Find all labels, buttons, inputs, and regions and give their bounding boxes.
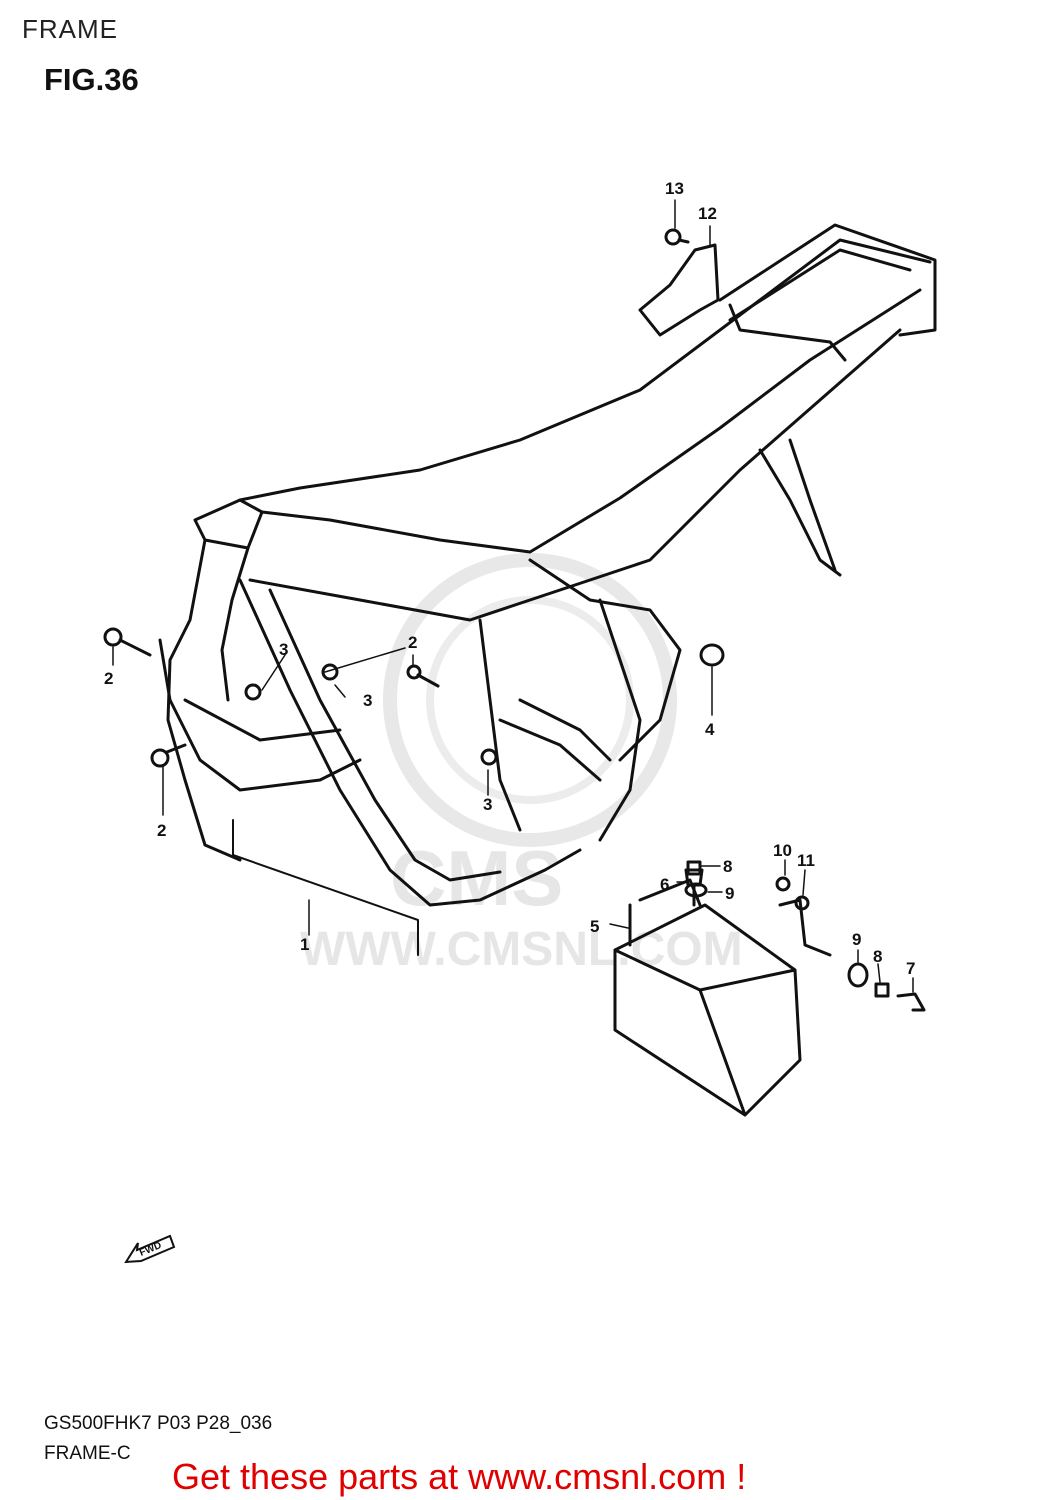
bolt-part-2-upper	[103, 627, 152, 657]
watermark-logo: CMS WWW.CMSNL.COM	[300, 553, 743, 976]
callout-11: 11	[797, 851, 815, 870]
bolt-part-13	[664, 228, 690, 246]
bolt-part-7	[896, 992, 926, 1012]
callout-10: 10	[773, 841, 792, 860]
callout-8-lower: 8	[873, 947, 882, 966]
model-code: GS500FHK7 P03 P28_036	[44, 1413, 273, 1434]
callout-3-b: 3	[363, 691, 372, 710]
callout-12: 12	[698, 204, 717, 223]
washer-part-11	[794, 895, 810, 911]
plug-part-4	[699, 643, 725, 667]
bolt-part-2-lower	[150, 743, 187, 768]
nut-part-3-b	[321, 663, 339, 681]
nut-part-10	[775, 876, 791, 892]
bolt-part-2-middle	[406, 664, 440, 688]
section-title: FRAME	[22, 14, 118, 44]
leader-lines	[112, 199, 914, 993]
watermark-site-text: WWW.CMSNL.COM	[300, 923, 743, 976]
battery-case-part-5	[613, 878, 832, 1117]
grommet-part-9-lower	[847, 962, 869, 988]
callout-2-middle: 2	[408, 633, 417, 652]
promo-link-text[interactable]: Get these parts at www.cmsnl.com !	[172, 1456, 747, 1497]
callout-13: 13	[665, 179, 684, 198]
collar-part-8-lower	[874, 982, 890, 998]
nut-part-3-a	[244, 683, 262, 701]
collar-part-8-upper	[686, 860, 702, 876]
callout-5: 5	[590, 917, 599, 936]
figure-number: FIG.36	[44, 62, 139, 97]
bracket-part-12	[638, 243, 720, 337]
grommet-part-9-upper	[684, 882, 708, 898]
callout-4: 4	[705, 720, 715, 739]
watermark-logo-text: CMS	[390, 834, 563, 922]
callout-6: 6	[660, 875, 669, 894]
frame-label-bracket	[232, 819, 419, 956]
callout-7: 7	[906, 959, 915, 978]
frame-main	[158, 223, 937, 907]
callout-2-lower: 2	[157, 821, 166, 840]
callout-3-a: 3	[279, 640, 288, 659]
callout-1: 1	[300, 935, 309, 954]
callout-8-upper: 8	[723, 857, 732, 876]
fwd-direction-arrow: FWD	[124, 1234, 176, 1264]
diagram-subtitle: FRAME-C	[44, 1443, 131, 1464]
callout-9-upper: 9	[725, 884, 734, 903]
callout-9-lower: 9	[852, 930, 861, 949]
callout-labels: 1 2 2 2 3 3 3 4 5 6 7 8 8 9 9 10 11 12 1…	[104, 179, 915, 978]
callout-3-c: 3	[483, 795, 492, 814]
nut-part-3-c	[480, 748, 498, 766]
callout-2-upper: 2	[104, 669, 113, 688]
